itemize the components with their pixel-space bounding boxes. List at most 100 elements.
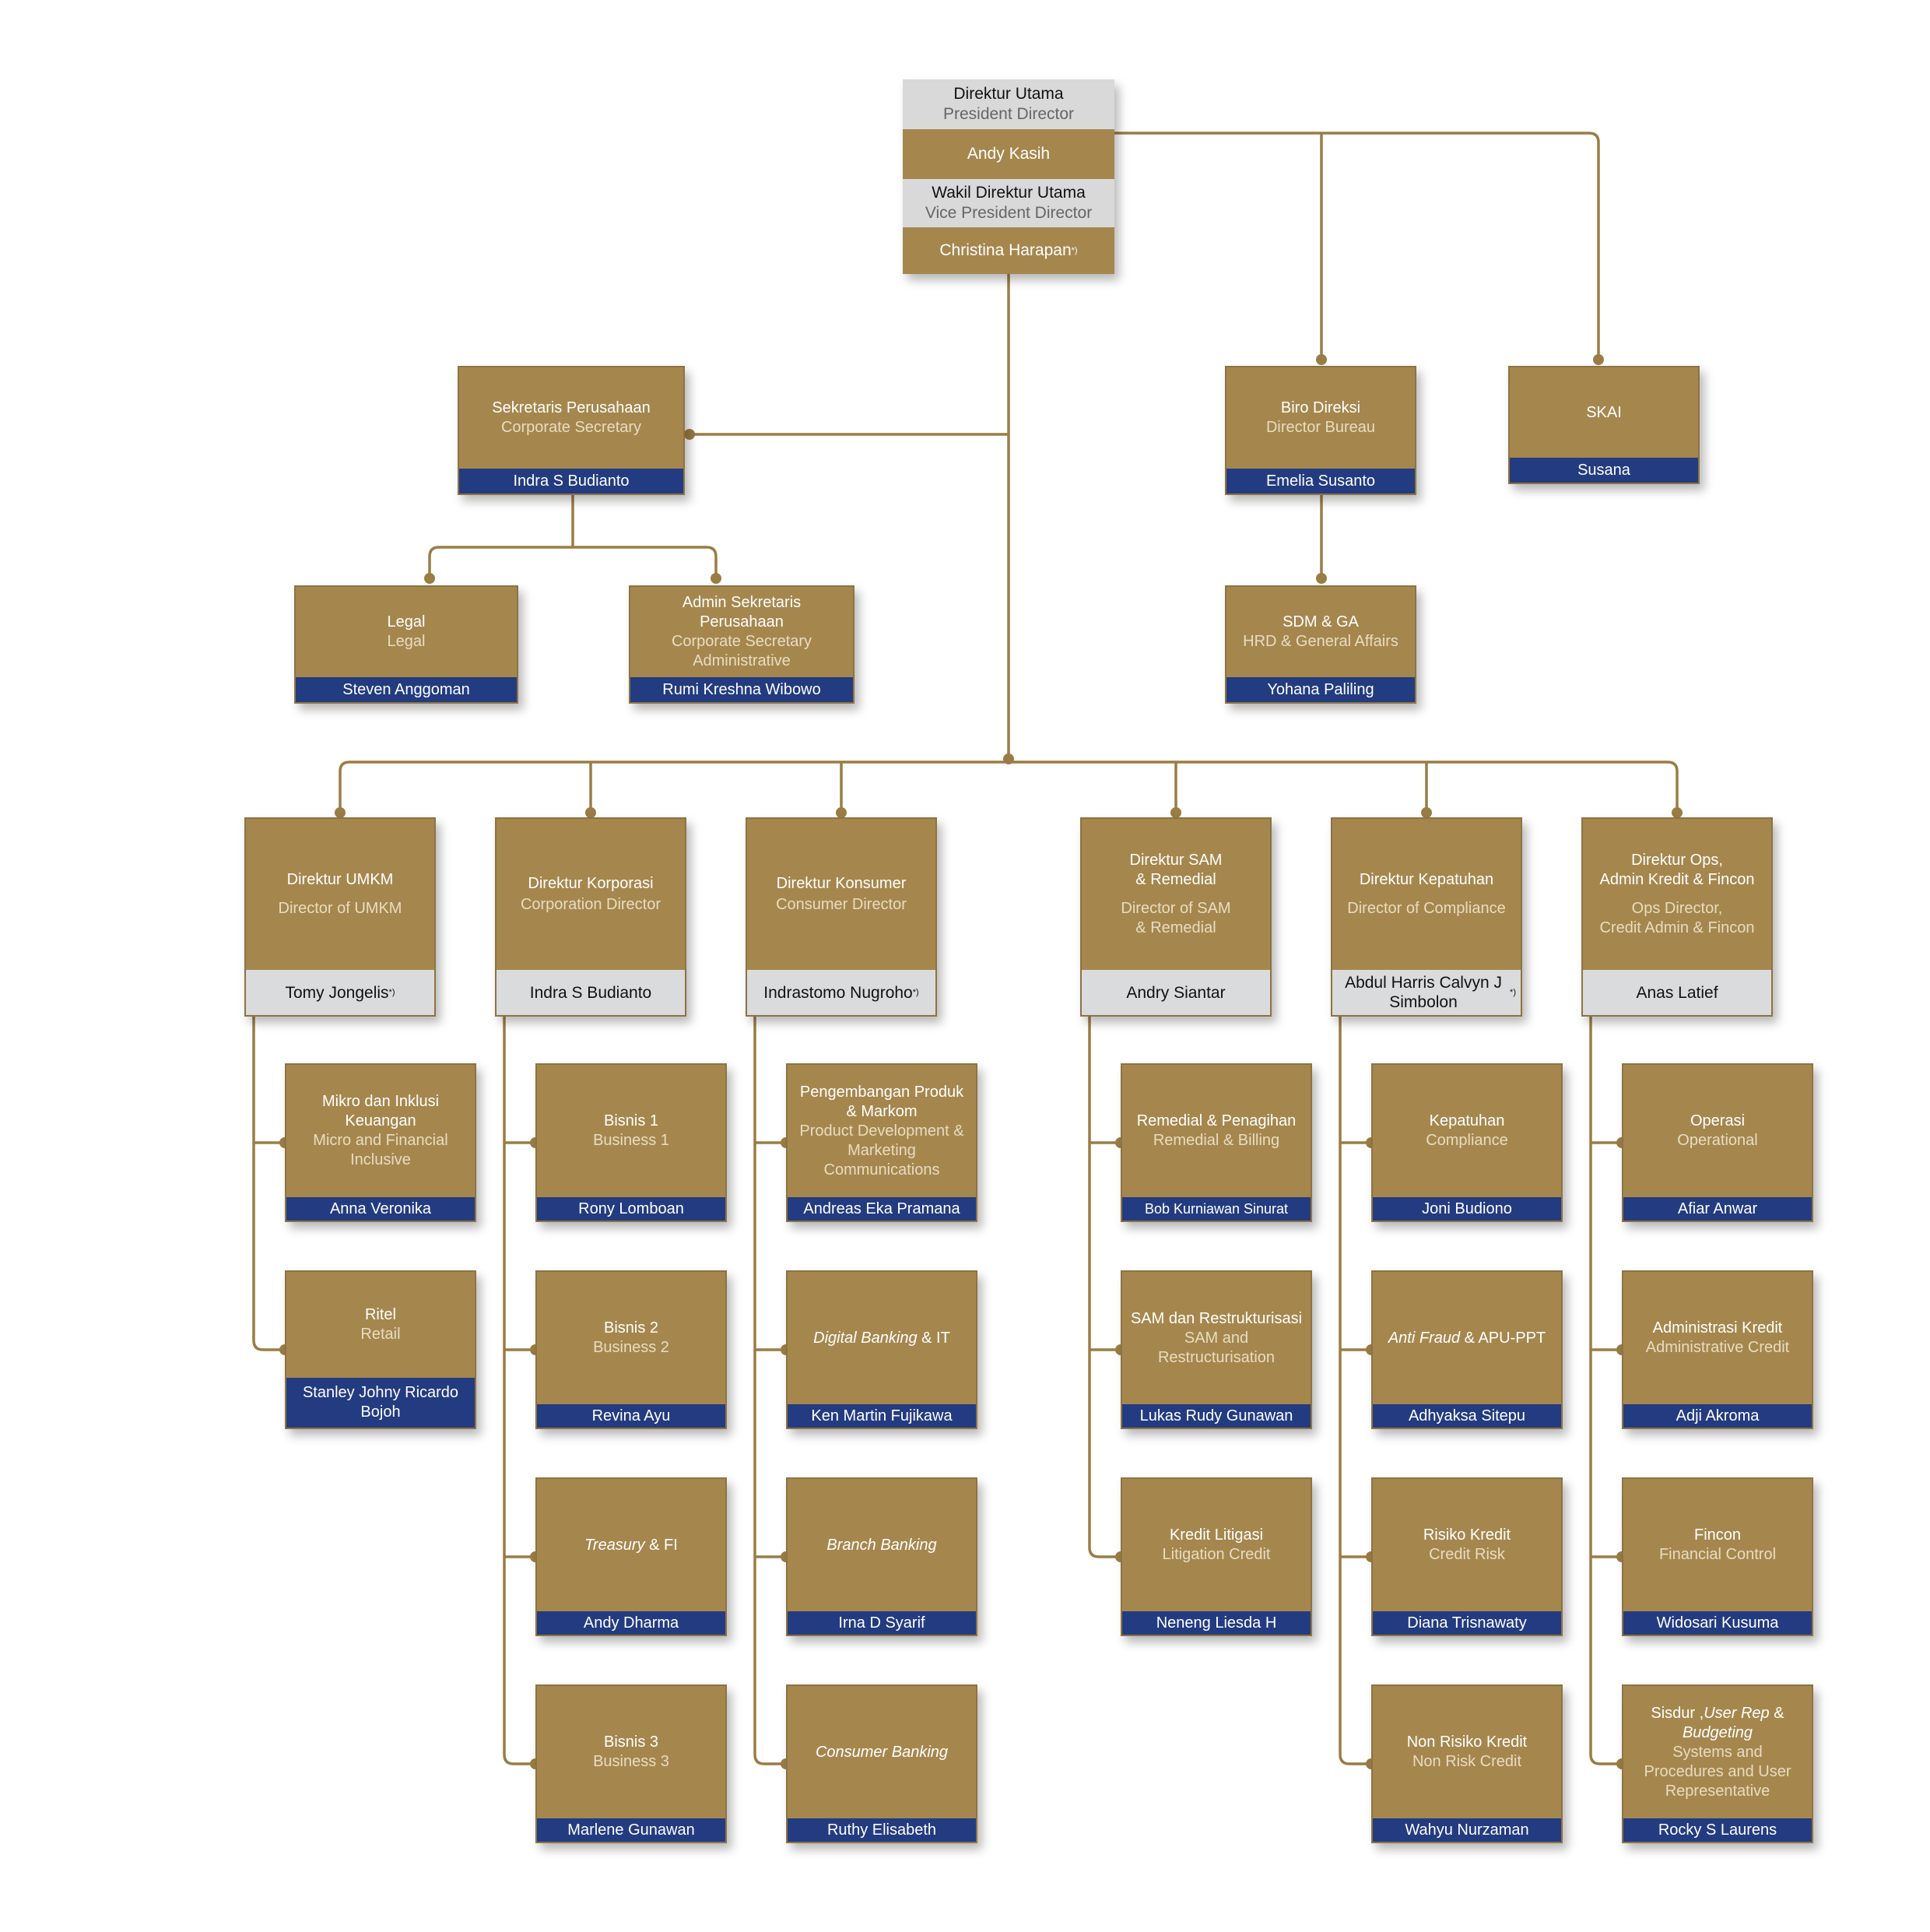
director-title-id: Direktur UMKM [286, 871, 394, 888]
director-connector-dot-4 [1421, 807, 1432, 818]
hrd-box: SDM & GA HRD & General Affairs Yohana Pa… [1225, 585, 1416, 704]
skai-box: SKAI Susana [1508, 366, 1700, 484]
unit-title-en: Systems and Procedures and User Represen… [1644, 1743, 1791, 1800]
top-right-connector [1114, 132, 1600, 360]
unit-box-digital-banking-it: Digital Banking & IT Ken Martin Fujikawa [786, 1270, 977, 1429]
unit-box-anti-fraud-apu-ppt: Anti Fraud & APU-PPT Adhyaksa Sitepu [1371, 1270, 1563, 1429]
unit-title-en: Credit Risk [1429, 1546, 1505, 1563]
director-title-en: Director of SAM& Remedial [1121, 900, 1231, 936]
unit-name: Revina Ayu [537, 1404, 725, 1428]
vice-president-title: Wakil Direktur Utama Vice President Dire… [903, 179, 1114, 227]
unit-name: Lukas Rudy Gunawan [1122, 1404, 1311, 1428]
unit-name: Adhyaksa Sitepu [1373, 1404, 1561, 1428]
unit-name: Ken Martin Fujikawa [788, 1404, 976, 1428]
director-title-en: Director of Compliance [1347, 900, 1506, 917]
unit-name: Afiar Anwar [1623, 1197, 1812, 1221]
director-name-mark: *) [388, 987, 395, 997]
unit-title-id: Kredit Litigasi [1169, 1526, 1264, 1544]
unit-title-en: SAM and Restructurisation [1157, 1329, 1276, 1366]
director-title-en: Consumer Director [776, 896, 907, 913]
vice-president-title-en: Vice President Director [925, 204, 1093, 222]
legal-title-en: Legal [387, 633, 426, 650]
corporate-secretary-name: Indra S Budianto [459, 469, 683, 494]
admin-secretary-name: Rumi Kreshna Wibowo [630, 677, 853, 702]
unit-spine-0 [252, 1017, 285, 1351]
legal-connector-dot [424, 573, 435, 584]
director-name-text: Indrastomo Nugroho [763, 983, 913, 1002]
unit-title-en: Administrative Credit [1645, 1339, 1790, 1356]
director-title-en: Director of UMKM [278, 900, 402, 917]
unit-title-id: Risiko Kredit [1423, 1526, 1511, 1544]
corporate-secretary-title-id: Sekretaris Perusahaan [492, 399, 651, 416]
unit-title-id: Non Risiko Kredit [1406, 1734, 1528, 1751]
unit-name: Neneng Liesda H [1122, 1611, 1311, 1635]
unit-title-en: Financial Control [1658, 1546, 1777, 1563]
director-bureau-title-id: Biro Direksi [1280, 399, 1361, 416]
director-title-id: Direktur SAM& Remedial [1129, 852, 1223, 888]
unit-title-id: Treasury & FI [584, 1536, 678, 1554]
unit-name: Diana Trisnawaty [1373, 1611, 1561, 1635]
unit-title-id: Ritel [364, 1306, 396, 1323]
unit-title-id: Digital Banking & IT [813, 1329, 950, 1347]
unit-title-id: Anti Fraud & APU-PPT [1388, 1329, 1546, 1347]
director-name: Abdul Harris Calvyn J Simbolon*) [1332, 970, 1521, 1015]
unit-name: Wahyu Nurzaman [1373, 1818, 1561, 1842]
unit-name: Andy Dharma [537, 1611, 725, 1635]
unit-title-en: Business 1 [593, 1132, 669, 1149]
corsec-connector-dot [684, 429, 695, 440]
unit-title-id: Pengembangan Produk & Markom [799, 1083, 964, 1120]
director-title-id: Direktur Konsumer [776, 875, 907, 892]
director-name-text: Abdul Harris Calvyn J Simbolon [1345, 974, 1502, 1011]
unit-title-id: Bisnis 2 [603, 1319, 659, 1337]
unit-title-id: Remedial & Penagihan [1136, 1112, 1297, 1129]
trunk-junction-dot [1003, 753, 1014, 764]
hrd-title-id: SDM & GA [1283, 613, 1359, 631]
director-title-id: Direktur Korporasi [528, 875, 654, 892]
legal-box: Legal Legal Steven Anggoman [294, 585, 518, 704]
unit-spine-3 [1088, 1017, 1121, 1558]
director-name: Andry Siantar [1082, 970, 1270, 1015]
unit-title-id: Operasi [1690, 1112, 1746, 1129]
director-bureau-box: Biro Direksi Director Bureau Emelia Susa… [1225, 366, 1416, 495]
unit-title-en: Litigation Credit [1162, 1546, 1271, 1563]
unit-spine-4 [1339, 1017, 1371, 1765]
unit-title-id: Mikro dan Inklusi Keuangan [321, 1093, 440, 1129]
director-name: Indrastomo Nugroho*) [747, 970, 935, 1015]
unit-title-en: Product Development & Marketing Communic… [799, 1122, 964, 1179]
director-title-en: Ops Director,Credit Admin & Fincon [1599, 900, 1755, 936]
director-bureau-name: Emelia Susanto [1226, 469, 1415, 494]
president-title-id: Direktur Utama [953, 85, 1064, 103]
admin-secretary-title-id: Admin Sekretaris Perusahaan [682, 594, 802, 631]
unit-name: Adji Akroma [1623, 1404, 1812, 1428]
director-title-id: Direktur Kepatuhan [1359, 871, 1494, 888]
unit-name: Anna Veronika [286, 1197, 475, 1221]
unit-name: Joni Budiono [1373, 1197, 1561, 1221]
director-connector-dot-1 [585, 807, 596, 818]
director-name-text: Tomy Jongelis [285, 983, 389, 1002]
vice-president-mark: *) [1071, 246, 1078, 255]
unit-name: Ruthy Elisabeth [788, 1818, 976, 1842]
legal-name: Steven Anggoman [296, 677, 517, 702]
unit-name: Bob Kurniawan Sinurat [1122, 1197, 1311, 1221]
vice-president-name: Christina Harapan*) [903, 227, 1114, 274]
unit-spine-1 [503, 1017, 535, 1765]
unit-name: Andreas Eka Pramana [788, 1197, 976, 1221]
director-connector-dot-3 [1170, 807, 1181, 818]
unit-title-id: Bisnis 1 [603, 1112, 659, 1129]
admin-secretary-title-en: Corporate Secretary Administrative [671, 633, 812, 669]
skai-connector-dot [1593, 354, 1604, 365]
